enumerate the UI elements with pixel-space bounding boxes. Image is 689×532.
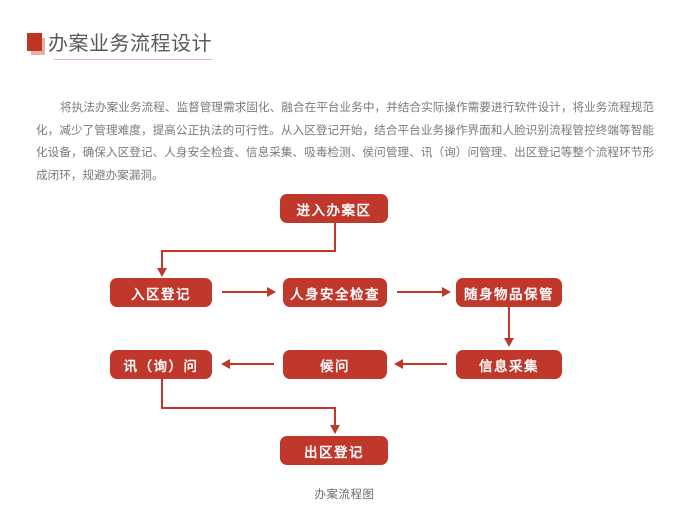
flow-node-inquiry[interactable]: 讯（询）问 [110,350,212,379]
connector-enter-down [334,223,336,252]
arrow-right-to-belong-icon [442,287,451,297]
flow-node-reg[interactable]: 入区登记 [110,278,212,307]
flowchart: 进入办案区 入区登记 人身安全检查 随身物品保管 讯（询）问 候问 信息采集 出… [0,180,689,500]
intro-paragraph: 将执法办案业务流程、监督管理需求固化、融合在平台业务中，并结合实际操作需要进行软… [36,100,654,182]
connector-wait-to-inquiry [227,363,274,365]
title-marker-square [27,33,42,51]
page-header: 办案业务流程设计 [0,14,689,60]
flow-node-enter[interactable]: 进入办案区 [280,194,388,223]
title-underline [54,59,212,60]
connector-inquiry-down [161,379,163,409]
flow-node-exit[interactable]: 出区登记 [280,436,388,465]
connector-collect-to-wait [400,363,447,365]
connector-belong-to-collect [508,307,510,340]
flow-node-wait[interactable]: 候问 [283,350,387,379]
flow-node-belong[interactable]: 随身物品保管 [456,278,562,307]
flow-node-collect[interactable]: 信息采集 [456,350,562,379]
title-marker-icon [27,33,45,55]
connector-inquiry-down2 [334,407,336,427]
flowchart-caption: 办案流程图 [314,487,375,501]
flow-node-safety[interactable]: 人身安全检查 [283,278,387,307]
page-title: 办案业务流程设计 [48,31,212,55]
connector-safety-to-belong [397,291,443,293]
connector-reg-to-safety [222,291,268,293]
arrow-left-to-inquiry-icon [221,359,230,369]
connector-enter-down2 [161,250,163,270]
arrow-down-to-reg-icon [157,268,167,277]
arrow-left-to-wait-icon [394,359,403,369]
connector-inquiry-across [161,407,336,409]
arrow-down-to-exit-icon [330,425,340,434]
connector-enter-across [161,250,336,252]
arrow-right-to-safety-icon [267,287,276,297]
arrow-down-to-collect-icon [504,338,514,347]
